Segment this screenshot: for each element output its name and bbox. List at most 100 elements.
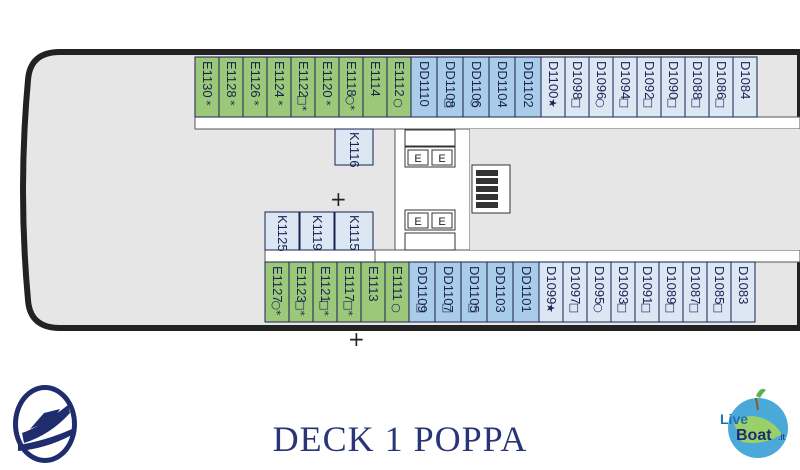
logo-text: Live xyxy=(720,411,748,427)
cabin-label: E1120 xyxy=(320,61,335,98)
cabin-label: E1126 xyxy=(248,61,263,98)
cabin-label: E1122 xyxy=(296,61,311,98)
cabin-symbol: □ xyxy=(664,303,677,313)
cabin-K1115: K1115 xyxy=(334,211,374,251)
cabin-label: K1116 xyxy=(347,132,362,168)
plus-marker-top: + xyxy=(330,187,347,211)
cabin-label: D1095 xyxy=(592,266,607,304)
cabin-label: D1092 xyxy=(642,61,657,99)
cabin-label: D1091 xyxy=(640,266,655,304)
cabin-label: E1130 xyxy=(200,61,215,98)
cabin-DD1107: DD1107□ xyxy=(434,261,462,323)
cabin-E1121: E1121□* xyxy=(312,261,338,323)
cabin-symbol: □ xyxy=(642,98,655,108)
cabin-symbol: ○ xyxy=(469,98,482,108)
cabin-label: E1113 xyxy=(366,266,381,302)
cabin-D1084: D1084 xyxy=(732,56,758,118)
cabin-E1122: E1122□* xyxy=(290,56,316,118)
cabin-symbol: □* xyxy=(294,300,307,316)
cabin-label: E1114 xyxy=(368,61,383,97)
cabin-K1116: K1116 xyxy=(334,128,374,168)
cabin-label: E1118 xyxy=(344,61,359,97)
cabin-symbol: ★ xyxy=(544,303,557,313)
elevator: E xyxy=(407,149,429,166)
cabin-symbol: ○ xyxy=(594,98,607,108)
cabin-E1113: E1113 xyxy=(360,261,386,323)
cabin-symbol: * xyxy=(320,100,333,106)
stair-landing-top xyxy=(404,129,456,147)
cabin-label: D1083 xyxy=(736,266,751,304)
cabin-D1097: D1097□ xyxy=(562,261,588,323)
cabin-label: K1115 xyxy=(347,215,362,251)
cabin-label: DD1106 xyxy=(469,61,484,108)
plus-marker-bottom: + xyxy=(348,327,365,351)
cabin-symbol: * xyxy=(224,100,237,106)
cabin-label: D1087 xyxy=(688,266,703,304)
cabin-label: K1119 xyxy=(310,215,325,251)
cabin-symbol: ○ xyxy=(592,303,605,313)
cabin-symbol: ★ xyxy=(546,98,559,108)
cabin-label: E1121 xyxy=(318,266,333,303)
cabin-D1096: D1096○ xyxy=(588,56,614,118)
cabin-E1126: E1126* xyxy=(242,56,268,118)
elevator-label: E xyxy=(438,153,445,165)
elevator-label: E xyxy=(438,216,445,228)
cabin-D1088: D1088□ xyxy=(684,56,710,118)
elevator: E xyxy=(407,212,429,229)
cabin-E1130: E1130* xyxy=(194,56,220,118)
cabin-label: E1128 xyxy=(224,61,239,98)
cabin-label: D1085 xyxy=(712,266,727,304)
cabin-label: D1096 xyxy=(594,61,609,99)
cabin-DD1110: DD1110 xyxy=(410,56,438,118)
cabin-symbol: ○ xyxy=(392,98,405,108)
cabin-label: D1084 xyxy=(738,61,753,99)
elevator-label: E xyxy=(414,153,421,165)
ship-icon xyxy=(13,385,77,463)
cabin-E1112: E1112○ xyxy=(386,56,412,118)
cabin-DD1108: DD1108□ xyxy=(436,56,464,118)
cabin-label: D1089 xyxy=(664,266,679,304)
cabin-symbol: ○ xyxy=(390,303,403,313)
cabin-symbol: ○* xyxy=(270,300,283,316)
cabin-label: DD1107 xyxy=(441,266,456,313)
cabin-symbol: ○* xyxy=(344,95,357,111)
corridor-bottom xyxy=(371,249,800,263)
cabin-label: D1090 xyxy=(666,61,681,99)
cabin-symbol: □ xyxy=(568,303,581,313)
cabin-label: E1111 xyxy=(390,266,405,301)
cabin-symbol: □ xyxy=(690,98,703,108)
cabin-label: K1125 xyxy=(275,215,290,252)
cabin-D1092: D1092□ xyxy=(636,56,662,118)
cabin-label: D1086 xyxy=(714,61,729,99)
cabin-E1123: E1123□* xyxy=(288,261,314,323)
cabin-label: D1094 xyxy=(618,61,633,99)
cabin-label: D1099 xyxy=(544,266,559,304)
cabin-label: D1088 xyxy=(690,61,705,99)
cabin-label: DD1101 xyxy=(519,266,534,313)
cabin-symbol: □ xyxy=(467,303,480,313)
cabin-D1089: D1089□ xyxy=(658,261,684,323)
cabin-D1090: D1090□ xyxy=(660,56,686,118)
cabin-K1119: K1119 xyxy=(299,211,335,251)
cabin-D1098: D1098□ xyxy=(564,56,590,118)
cabin-symbol: □* xyxy=(296,95,309,111)
cabin-label: E1127 xyxy=(270,266,285,303)
elevator: E xyxy=(431,212,453,229)
cabin-D1083: D1083 xyxy=(730,261,756,323)
elevator-label: E xyxy=(414,216,421,228)
cabin-label: D1097 xyxy=(568,266,583,304)
cabin-E1120: E1120 * xyxy=(314,56,340,118)
corridor-bottom-left xyxy=(264,249,376,263)
cabin-label: DD1103 xyxy=(493,266,508,313)
cabin-E1114: E1114 xyxy=(362,56,388,118)
cabin-D1100: D1100★ xyxy=(540,56,566,118)
cabin-symbol: □* xyxy=(342,300,355,316)
cabin-label: E1124 xyxy=(272,61,287,98)
cabin-label: DD1105 xyxy=(467,266,482,313)
cabin-D1094: D1094□ xyxy=(612,56,638,118)
cabin-label: E1117 xyxy=(342,266,357,302)
cabin-symbol: □ xyxy=(712,303,725,313)
svg-text:Boat: Boat xyxy=(736,427,772,444)
cabin-symbol: □ xyxy=(688,303,701,313)
cabin-symbol: □ xyxy=(441,303,454,313)
